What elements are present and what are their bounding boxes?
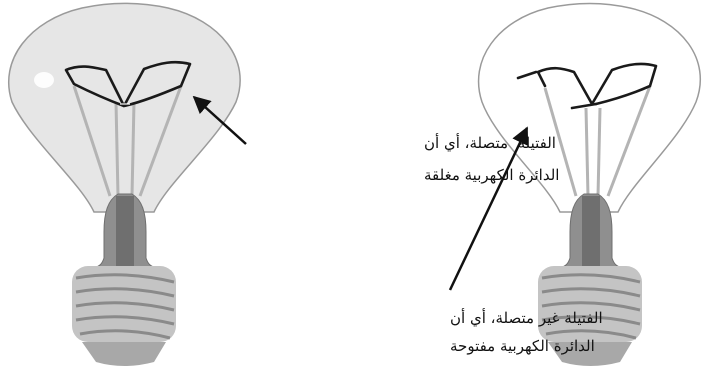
- closed-circuit-label: الفتيلة متصلة، أي أن الدائرة الكهربية مغ…: [424, 133, 559, 184]
- filament-connected: [64, 60, 192, 108]
- open-circuit-label-line2: الدائرة الكهربية مفتوحة: [450, 337, 595, 355]
- open-circuit-label: الفتيلة غير متصلة، أي أن الدائرة الكهربي…: [450, 308, 603, 355]
- support-wires: [72, 85, 183, 197]
- closed-circuit-label-line2: الدائرة الكهربية مغلقة: [424, 166, 559, 184]
- closed-circuit-arrow: [192, 95, 247, 145]
- support-wires: [543, 85, 652, 197]
- closed-circuit-label-line1: الفتيلة متصلة، أي أن: [424, 133, 556, 152]
- filament-broken: [516, 62, 658, 110]
- closed-circuit-bulb: [7, 2, 241, 366]
- open-circuit-bulb: [477, 2, 701, 366]
- bulb-base: [72, 266, 176, 366]
- bulb-glass: [477, 2, 701, 213]
- bulb-base: [538, 266, 642, 366]
- glass-highlight: [34, 72, 54, 88]
- open-circuit-label-line1: الفتيلة غير متصلة، أي أن: [450, 308, 603, 327]
- open-circuit-arrow: [448, 126, 529, 291]
